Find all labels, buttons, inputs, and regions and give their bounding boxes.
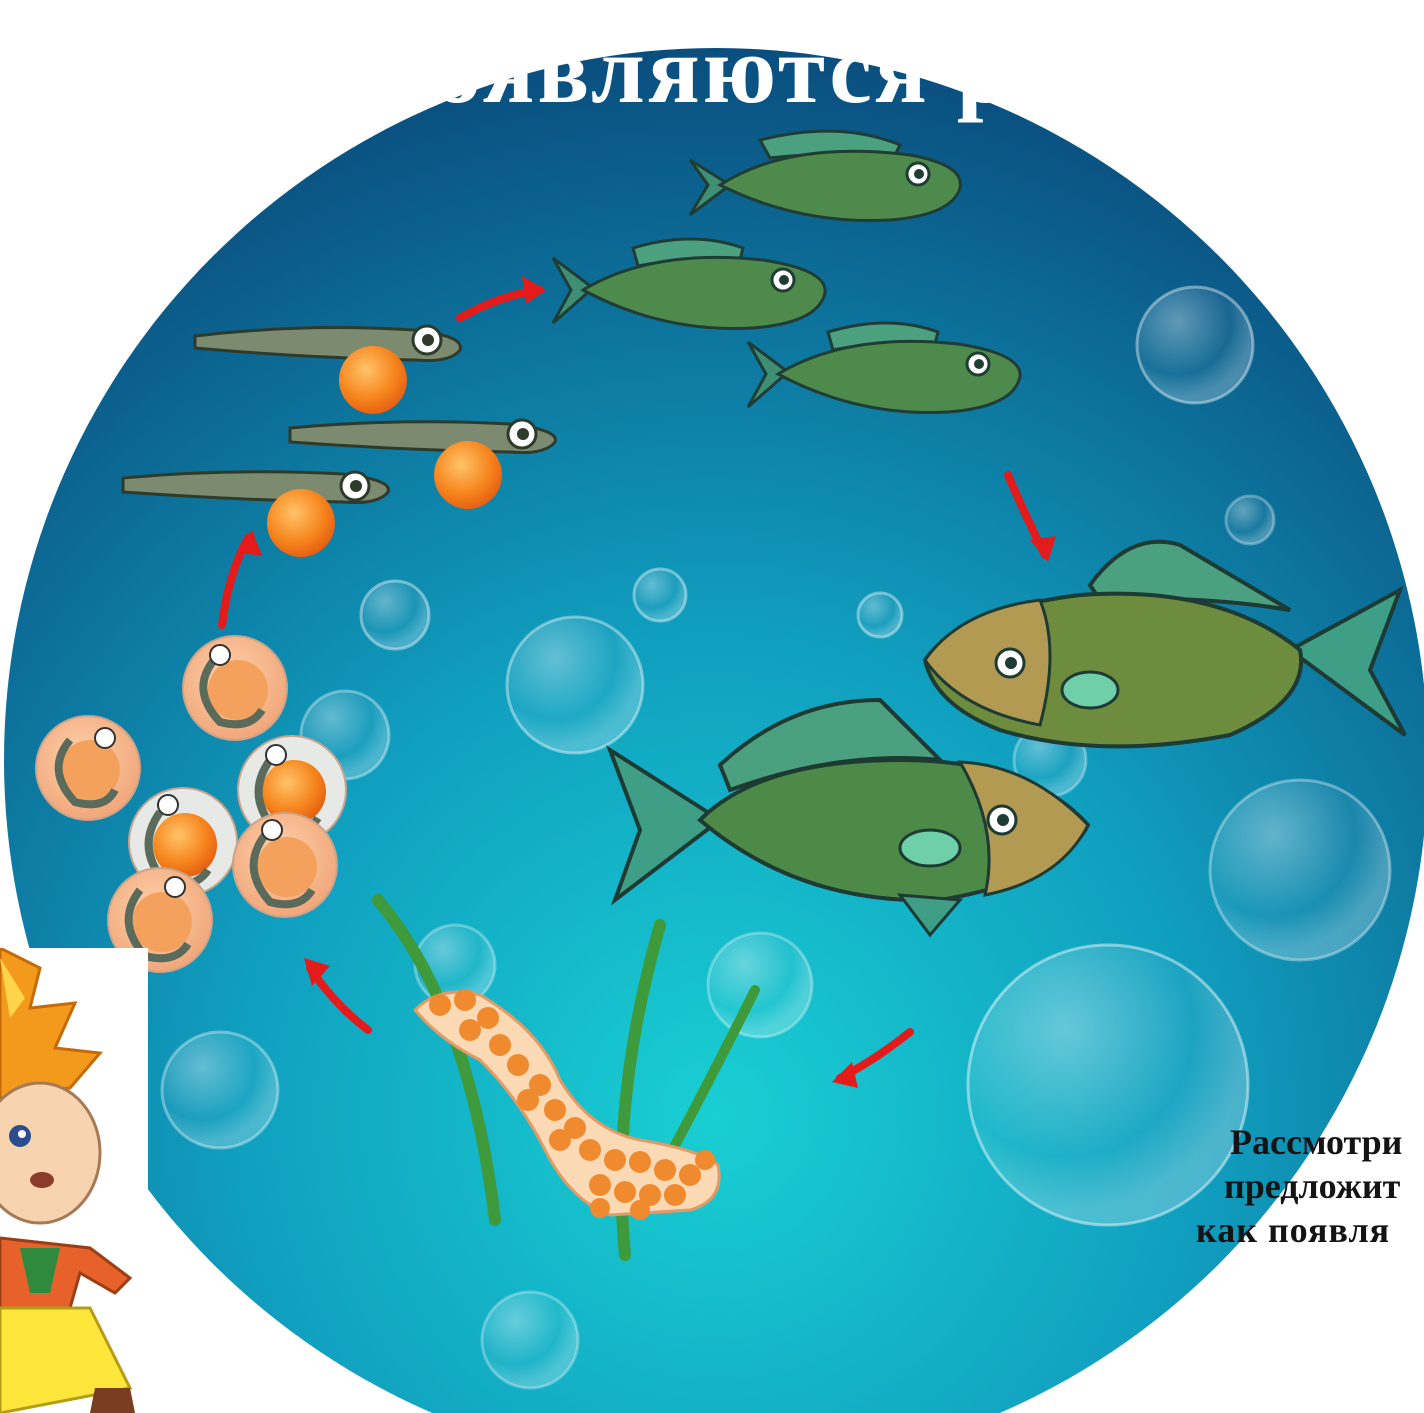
caption: Рассмотри предложит как появля [1196,1120,1402,1252]
bubble [361,581,429,649]
bubble [1137,287,1253,403]
bubble [482,1292,578,1388]
bubble [162,1032,278,1148]
bubble [634,569,686,621]
bubble [858,593,902,637]
cartoon-boy [0,948,148,1413]
caption-line-2: предложит [1196,1164,1402,1208]
caption-line-1: Рассмотри [1196,1120,1402,1164]
bubble [507,617,643,753]
bubble [708,933,812,1037]
caption-line-3: как появля [1196,1208,1402,1252]
bubble [1210,780,1390,960]
bubble [1226,496,1274,544]
page-title: появляются р [375,22,1013,118]
